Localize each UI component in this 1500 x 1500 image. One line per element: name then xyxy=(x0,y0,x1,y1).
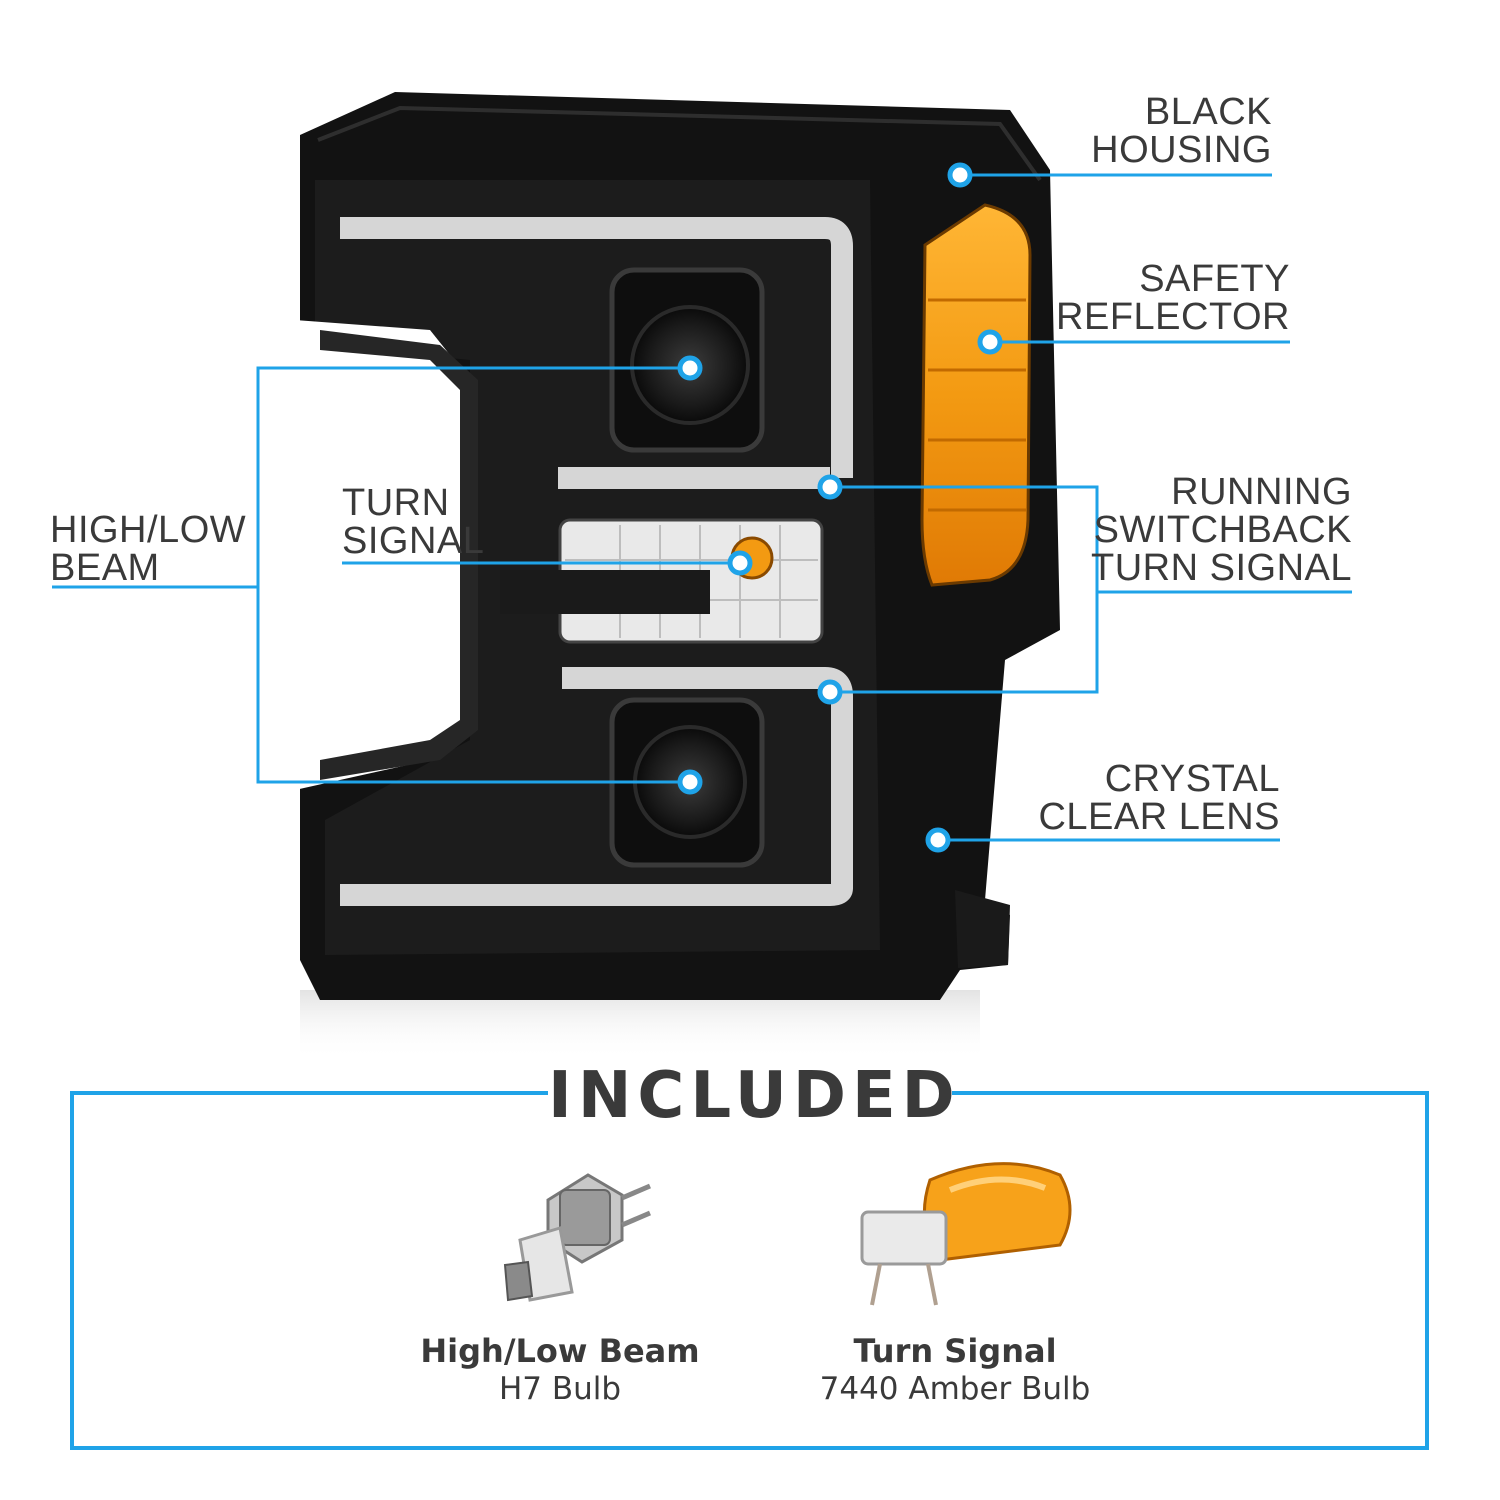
turn-signal-bracket xyxy=(500,570,710,614)
included-item-title: High/Low Beam xyxy=(420,1332,700,1370)
label-high-low-beam: HIGH/LOW BEAM xyxy=(50,509,247,589)
dot-black-housing xyxy=(947,162,973,188)
callout-dots xyxy=(677,162,1003,853)
h7-bulb-icon xyxy=(503,1173,651,1302)
included-item-title: Turn Signal xyxy=(853,1332,1057,1370)
included-box xyxy=(70,1091,1429,1450)
dot-low-beam xyxy=(677,769,703,795)
dot-switchback-lower xyxy=(817,679,843,705)
dot-turn-signal xyxy=(727,550,753,576)
drl-bar-top xyxy=(340,217,853,478)
floor-reflection xyxy=(300,990,980,1060)
included-item-subtitle: 7440 Amber Bulb xyxy=(819,1371,1091,1407)
amber-bulb-icon xyxy=(860,1162,1072,1306)
label-turn-signal: TURN SIGNAL xyxy=(342,482,485,562)
amber-reflector xyxy=(920,203,1032,587)
bezel-cutout-edge xyxy=(320,330,478,780)
dot-switchback-upper xyxy=(817,474,843,500)
label-running-switchback: RUNNING SWITCHBACK TURN SIGNAL xyxy=(1091,471,1352,589)
dot-high-beam xyxy=(677,355,703,381)
bezel-cutout xyxy=(295,320,470,790)
leader-high-low-beam xyxy=(256,366,690,784)
leader-running-switchback xyxy=(830,485,1099,694)
amber-reflector-facets xyxy=(928,298,1026,512)
label-crystal-clear: CRYSTAL CLEAR LENS xyxy=(1038,758,1280,838)
dot-safety-reflector xyxy=(977,329,1003,355)
label-safety-reflector: SAFETY REFLECTOR xyxy=(1056,258,1290,338)
included-item-7440: Turn Signal 7440 Amber Bulb xyxy=(780,1332,1130,1408)
included-item-subtitle: H7 Bulb xyxy=(498,1371,622,1407)
housing-top-trim xyxy=(317,105,1042,182)
included-title: INCLUDED xyxy=(548,1058,961,1134)
label-black-housing: BLACK HOUSING xyxy=(1091,91,1272,171)
mounting-bracket xyxy=(955,890,1010,968)
dot-crystal-clear xyxy=(925,827,951,853)
included-item-h7: High/Low Beam H7 Bulb xyxy=(380,1332,740,1408)
leader-lines xyxy=(52,173,1352,842)
drl-bar-lower xyxy=(340,667,853,906)
